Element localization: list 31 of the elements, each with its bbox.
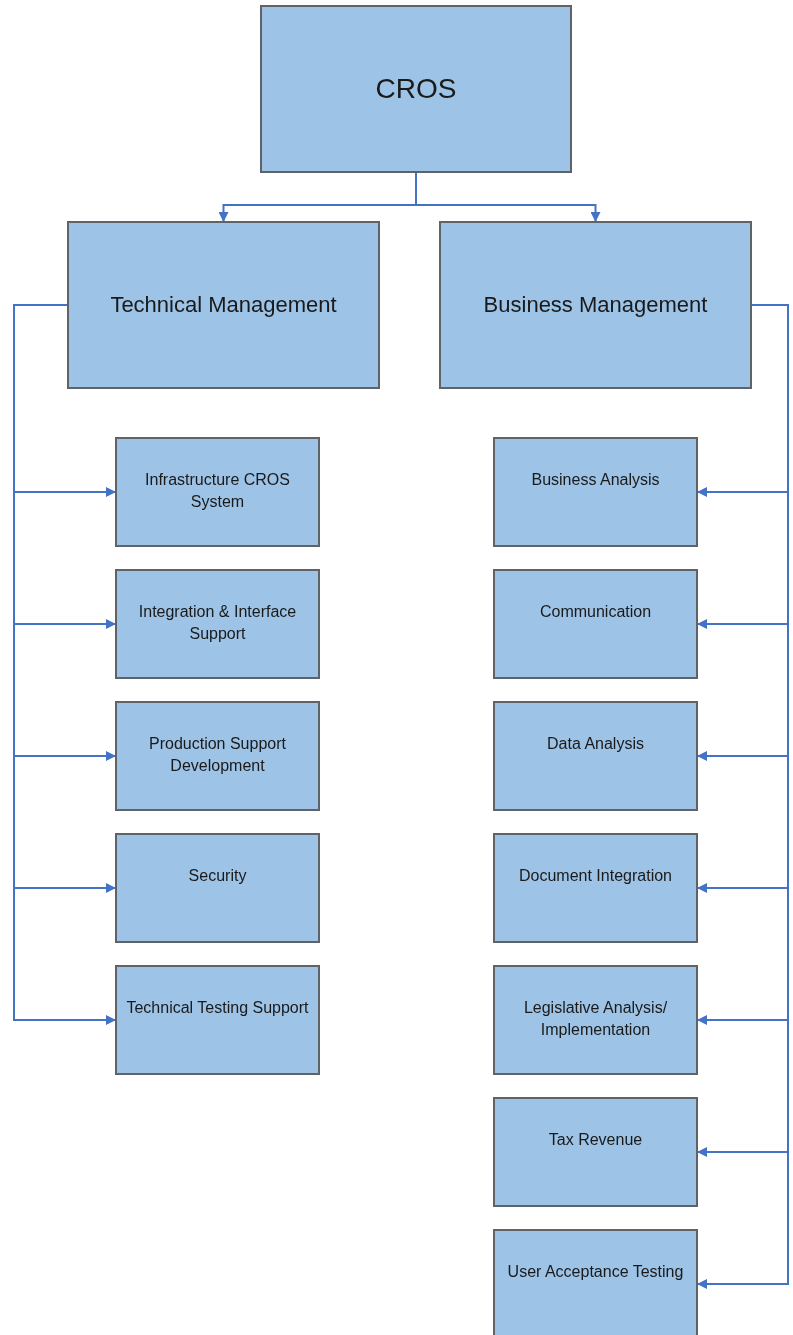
org-box <box>115 569 320 679</box>
box-label: Business Management <box>483 290 708 319</box>
box-label: Data Analysis <box>547 734 644 754</box>
org-box <box>115 701 320 811</box>
box-label: Document Integration <box>519 866 672 886</box>
box-label: Tax Revenue <box>548 1130 643 1150</box>
org-box <box>493 1097 698 1207</box>
org-box <box>260 5 572 173</box>
box-label: User Acceptance Testing <box>507 1262 684 1282</box>
box-label: Integration & Interface Support <box>137 602 298 644</box>
org-box <box>115 437 320 547</box>
org-box <box>493 701 698 811</box>
box-label: Communication <box>539 602 652 622</box>
box-label: Technical Management <box>110 290 337 319</box>
box-label: Business Analysis <box>531 470 660 490</box>
connector-arrow <box>13 304 116 1025</box>
box-label: Technical Testing Support <box>126 998 309 1018</box>
org-box <box>115 965 320 1075</box>
org-box <box>493 833 698 943</box>
box-label: Production Support Development <box>148 734 287 776</box>
org-box <box>67 221 380 389</box>
box-label: Security <box>188 866 247 886</box>
org-box <box>439 221 752 389</box>
org-box <box>493 569 698 679</box>
org-box <box>493 437 698 547</box>
org-box <box>493 1229 698 1335</box>
box-label: CROS <box>375 71 457 106</box>
box-label: Legislative Analysis/ Implementation <box>522 998 669 1040</box>
box-label: Infrastructure CROS System <box>144 470 291 512</box>
org-box <box>493 965 698 1075</box>
org-box <box>115 833 320 943</box>
